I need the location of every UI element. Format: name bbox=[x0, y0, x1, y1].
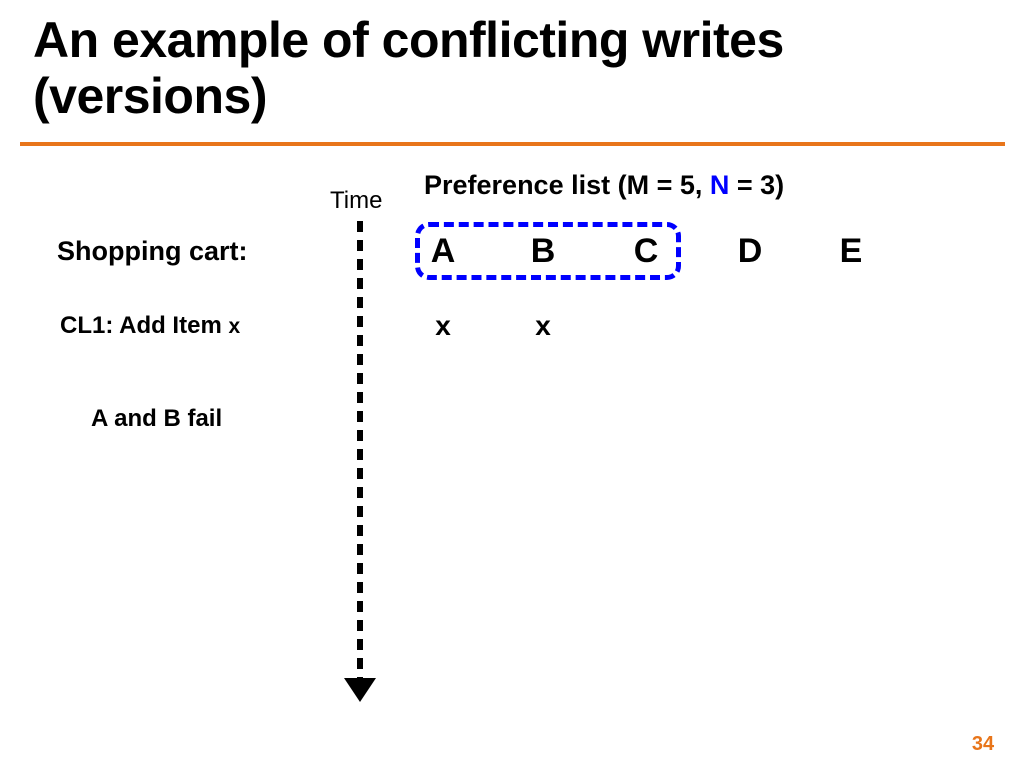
time-axis-arrowhead-icon bbox=[344, 678, 376, 702]
node-label-c: C bbox=[633, 232, 659, 270]
page-title: An example of conflicting writes (versio… bbox=[33, 12, 784, 124]
node-label-e: E bbox=[839, 232, 863, 270]
write-mark-a: x bbox=[435, 310, 451, 341]
node-label-a: A bbox=[430, 232, 456, 270]
page-number: 34 bbox=[971, 733, 995, 755]
shopping-cart-label: Shopping cart: bbox=[57, 236, 248, 266]
time-axis-label: Time bbox=[330, 187, 383, 214]
title-divider bbox=[20, 142, 1005, 146]
preference-list-highlight-box bbox=[415, 222, 681, 280]
a-and-b-fail-label: A and B fail bbox=[91, 405, 223, 432]
cl1-add-item-label: CL1: Add Item x bbox=[60, 312, 240, 340]
node-label-b: B bbox=[530, 232, 556, 270]
cl1-item-key: x bbox=[228, 315, 241, 338]
cl1-add-item-text: CL1: Add Item bbox=[60, 312, 229, 339]
preference-list-header-suffix: = 3) bbox=[729, 170, 785, 200]
write-mark-b: x bbox=[535, 310, 551, 341]
preference-list-n-symbol: N bbox=[709, 170, 730, 200]
time-axis-dashed-line bbox=[357, 221, 363, 679]
node-label-d: D bbox=[737, 232, 763, 270]
preference-list-header: Preference list (M = 5, N = 3) bbox=[424, 170, 784, 201]
preference-list-header-prefix: Preference list (M = 5, bbox=[424, 170, 710, 200]
